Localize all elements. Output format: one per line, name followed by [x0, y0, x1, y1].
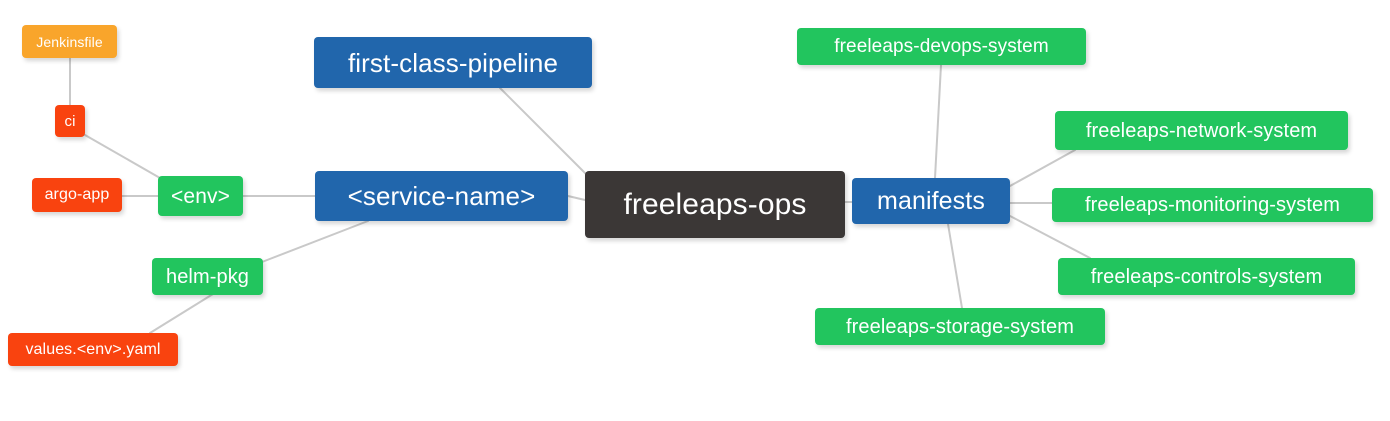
edge-first_class_pipeline-to-root: [499, 87, 589, 177]
node-service-name[interactable]: <service-name>: [315, 171, 568, 221]
node-manifests[interactable]: manifests: [852, 178, 1010, 224]
node-argo-app-label: argo-app: [44, 186, 110, 203]
node-ci[interactable]: ci: [55, 105, 85, 137]
edge-manifests-to-network_system: [1009, 149, 1076, 187]
node-first-class-pipeline-label: first-class-pipeline: [347, 47, 559, 78]
node-freeleaps-storage-system-label: freeleaps-storage-system: [845, 315, 1075, 338]
edge-manifests-to-storage_system: [947, 223, 963, 309]
node-jenkinsfile-label: Jenkinsfile: [36, 33, 103, 50]
edge-service_name-to-root: [567, 195, 586, 201]
node-values-yaml[interactable]: values.<env>.yaml: [8, 333, 178, 366]
node-env-label: <env>: [171, 184, 230, 208]
node-values-yaml-label: values.<env>.yaml: [25, 340, 161, 358]
edge-ci-to-env: [84, 134, 161, 179]
node-helm-pkg[interactable]: helm-pkg: [152, 258, 263, 295]
node-service-name-label: <service-name>: [347, 181, 536, 211]
node-first-class-pipeline[interactable]: first-class-pipeline: [314, 37, 592, 88]
node-freeleaps-devops-system[interactable]: freeleaps-devops-system: [797, 28, 1086, 65]
node-jenkinsfile[interactable]: Jenkinsfile: [22, 25, 117, 58]
node-ci-label: ci: [64, 112, 76, 130]
edge-values_yaml-to-helm_pkg: [149, 293, 214, 334]
node-helm-pkg-label: helm-pkg: [165, 265, 250, 288]
node-freeleaps-monitoring-system-label: freeleaps-monitoring-system: [1084, 194, 1340, 216]
edge-manifests-to-devops_system: [934, 64, 942, 179]
node-manifests-label: manifests: [877, 186, 985, 215]
node-freeleaps-network-system-label: freeleaps-network-system: [1085, 119, 1318, 142]
node-freeleaps-devops-system-label: freeleaps-devops-system: [834, 36, 1049, 57]
node-env[interactable]: <env>: [158, 176, 243, 216]
edge-helm_pkg-to-service_name: [261, 220, 369, 263]
node-freeleaps-controls-system-label: freeleaps-controls-system: [1090, 265, 1323, 288]
node-freeleaps-controls-system[interactable]: freeleaps-controls-system: [1058, 258, 1355, 295]
node-freeleaps-ops-root-label: freeleaps-ops: [623, 187, 807, 221]
node-freeleaps-monitoring-system[interactable]: freeleaps-monitoring-system: [1052, 188, 1373, 222]
edge-manifests-to-controls_system: [1009, 215, 1091, 259]
node-freeleaps-network-system[interactable]: freeleaps-network-system: [1055, 111, 1348, 150]
node-freeleaps-ops-root[interactable]: freeleaps-ops: [585, 171, 845, 238]
node-argo-app[interactable]: argo-app: [32, 178, 122, 212]
node-freeleaps-storage-system[interactable]: freeleaps-storage-system: [815, 308, 1105, 345]
